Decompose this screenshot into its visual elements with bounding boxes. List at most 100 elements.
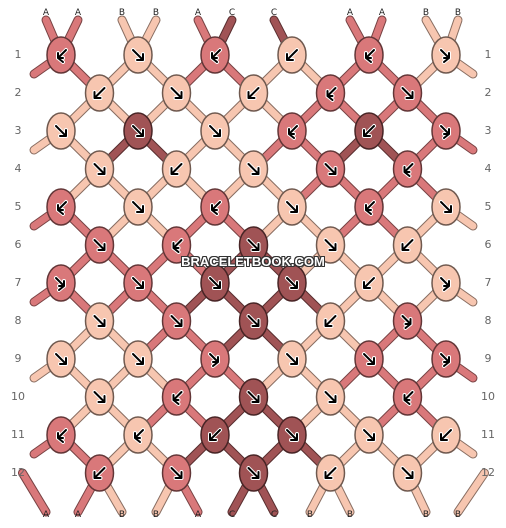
start-string-label-3: B	[118, 8, 126, 18]
knot-r3-6	[431, 112, 461, 150]
row-number-right-7: 7	[484, 276, 492, 289]
knot-r5-3	[200, 188, 230, 226]
back-forward-arrow-icon	[326, 87, 337, 101]
forward-arrow-icon	[55, 353, 67, 365]
row-number-right-10: 10	[481, 390, 495, 403]
knot-r5-6	[431, 188, 461, 226]
knot-r1-6	[431, 36, 461, 74]
knot-r8-2	[161, 302, 192, 340]
knot-r10-2	[161, 378, 192, 416]
start-string-label-2: A	[74, 8, 82, 18]
forward-back-arrow-icon	[209, 353, 219, 367]
knot-r7-5	[354, 264, 384, 302]
backward-arrow-icon	[93, 87, 106, 99]
backward-arrow-icon	[170, 163, 183, 175]
knot-r3-2	[123, 112, 153, 150]
forward-arrow-icon	[170, 87, 183, 99]
knot-r10-5	[392, 378, 423, 416]
knot-r6-1	[84, 226, 115, 264]
forward-arrow-icon	[132, 277, 144, 289]
forward-arrow-icon	[286, 429, 298, 441]
back-forward-arrow-icon	[57, 201, 67, 215]
forward-arrow-icon	[209, 125, 221, 137]
row-number-right-8: 8	[484, 314, 492, 327]
forward-arrow-icon	[93, 163, 106, 175]
knot-r12-3	[238, 454, 269, 492]
knot-r5-4	[277, 188, 307, 226]
knot-r7-3	[200, 264, 230, 302]
start-string-label-9: A	[378, 8, 386, 18]
row-number-left-10: 10	[11, 390, 25, 403]
knot-r2-5	[392, 74, 423, 112]
knot-r2-4	[315, 74, 346, 112]
start-string-label-6: C	[228, 8, 236, 18]
forward-arrow-icon	[132, 353, 144, 365]
end-string-label-7: C	[270, 510, 278, 520]
knot-r3-5	[354, 112, 384, 150]
row-number-left-6: 6	[14, 238, 22, 251]
row-number-right-3: 3	[484, 124, 492, 137]
back-forward-arrow-icon	[172, 391, 183, 405]
knot-r11-6	[431, 416, 461, 454]
start-string-label-5: A	[194, 8, 202, 18]
back-forward-arrow-icon	[134, 429, 144, 443]
knot-r5-5	[354, 188, 384, 226]
knot-r3-3	[200, 112, 230, 150]
forward-arrow-icon	[324, 391, 337, 403]
forward-back-arrow-icon	[440, 49, 450, 63]
knot-r4-3	[238, 150, 269, 188]
back-forward-arrow-icon	[403, 391, 414, 405]
start-string-label-10: B	[422, 8, 430, 18]
knot-r9-1	[46, 340, 76, 378]
back-forward-arrow-icon	[365, 201, 375, 215]
forward-arrow-icon	[170, 315, 183, 327]
knot-r11-3	[200, 416, 230, 454]
forward-arrow-icon	[401, 467, 414, 479]
forward-arrow-icon	[363, 353, 375, 365]
start-string-label-8: A	[346, 8, 354, 18]
backward-arrow-icon	[286, 49, 298, 61]
knot-r4-5	[392, 150, 423, 188]
knot-r1-3	[200, 36, 230, 74]
forward-back-arrow-icon	[55, 277, 65, 291]
forward-back-arrow-icon	[440, 353, 450, 367]
back-forward-arrow-icon	[211, 49, 221, 63]
end-string-label-1: A	[42, 510, 50, 520]
knot-r7-6	[431, 264, 461, 302]
backward-arrow-icon	[363, 277, 375, 289]
knot-r11-4	[277, 416, 307, 454]
knot-r7-4	[277, 264, 307, 302]
end-strand-1	[19, 469, 50, 516]
row-number-left-7: 7	[14, 276, 22, 289]
back-forward-arrow-icon	[365, 49, 375, 63]
end-string-label-9: B	[346, 510, 354, 520]
backward-arrow-icon	[247, 87, 260, 99]
forward-arrow-icon	[93, 391, 106, 403]
knot-r9-6	[431, 340, 461, 378]
knot-layer	[46, 36, 461, 492]
knot-r7-1	[46, 264, 76, 302]
end-string-label-3: B	[118, 510, 126, 520]
row-number-right-4: 4	[484, 162, 492, 175]
forward-back-arrow-icon	[440, 125, 450, 139]
knot-r10-3	[238, 378, 269, 416]
row-number-left-1: 1	[14, 48, 22, 61]
knot-r12-2	[161, 454, 192, 492]
knot-r3-1	[46, 112, 76, 150]
end-string-label-2: A	[74, 510, 82, 520]
backward-arrow-icon	[401, 239, 414, 251]
forward-arrow-icon	[324, 239, 337, 251]
knot-r5-2	[123, 188, 153, 226]
end-strand-11	[454, 469, 488, 516]
forward-arrow-icon	[93, 239, 106, 251]
knot-r8-3	[238, 302, 269, 340]
row-number-left-4: 4	[14, 162, 22, 175]
forward-arrow-icon	[93, 315, 106, 327]
backward-arrow-icon	[324, 467, 337, 479]
knot-r12-1	[84, 454, 115, 492]
knot-r8-5	[392, 302, 423, 340]
row-number-right-6: 6	[484, 238, 492, 251]
knot-r1-4	[277, 36, 307, 74]
forward-arrow-icon	[170, 467, 183, 479]
end-string-label-8: B	[306, 510, 314, 520]
